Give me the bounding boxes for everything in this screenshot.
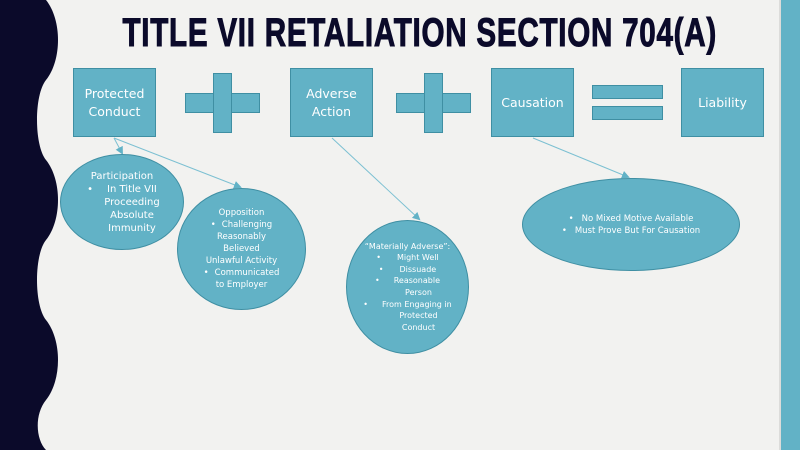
ellipse-text: Challenging — [221, 220, 273, 230]
box-causation: Causation — [491, 68, 574, 137]
ellipse-text: Conduct — [401, 322, 436, 332]
ellipse-bullet-line: • Reasonable — [375, 275, 440, 287]
connector-protected-to-opposition — [113, 137, 242, 189]
ellipse-text: Might Well — [396, 253, 439, 263]
box-label-line: Conduct — [88, 103, 141, 119]
connector-causation-to-detail — [532, 137, 630, 179]
box-label-line: Liability — [698, 94, 747, 110]
ellipse-participation: Participation • In Title VII Proceeding A… — [60, 154, 184, 250]
ellipse-text: Unlawful Activity — [205, 256, 278, 266]
ellipse-bullet-line: • Must Prove But For Causation — [562, 225, 700, 237]
box-protected-conduct: Protected Conduct — [73, 68, 156, 137]
ellipse-text: Dissuade — [399, 264, 437, 274]
ellipse-bullet-line: • Challenging — [211, 219, 272, 231]
ellipse-heading: “Materially Adverse”: — [364, 241, 451, 251]
equals-bottom-bar — [592, 106, 663, 120]
ellipse-text: Person — [405, 288, 432, 297]
connector-protected-to-participation — [113, 137, 123, 155]
box-label-line: Protected — [84, 85, 145, 101]
bullet-icon: • — [87, 183, 94, 195]
ellipse-heading: Opposition — [218, 208, 265, 218]
left-wavy-band — [0, 0, 58, 450]
bullet-icon: • — [378, 264, 384, 274]
ellipse-text: Protected — [399, 311, 438, 321]
ellipse-text: Believed — [223, 244, 260, 254]
bullet-icon: • — [363, 299, 368, 309]
connector-adverse-to-materially-adverse — [331, 137, 421, 221]
ellipse-materially-adverse: “Materially Adverse”: • Might Well • Dissu… — [346, 220, 469, 354]
box-label-line: Action — [311, 103, 352, 119]
box-adverse-action: Adverse Action — [290, 68, 373, 137]
bullet-icon: • — [375, 276, 380, 286]
ellipse-bullet-line: • No Mixed Motive Available — [569, 213, 694, 225]
ellipse-text: No Mixed Motive Available — [581, 213, 694, 224]
right-accent-strip — [781, 0, 800, 450]
ellipse-bullet-line: • Communicated — [204, 267, 280, 279]
ellipse-text: Proceeding — [104, 196, 160, 208]
ellipse-causation: •No Mixed Motive Available •Must Prove B… — [522, 178, 740, 271]
ellipse-text: Reasonable — [393, 276, 440, 286]
ellipse-opposition: Opposition • Challenging Reasonably Belie… — [177, 188, 306, 310]
ellipse-text: Immunity — [108, 222, 156, 234]
box-label-line: Adverse — [306, 85, 357, 101]
right-strip-shadow — [779, 0, 781, 450]
plus-center — [425, 94, 442, 112]
bullet-icon: • — [376, 253, 381, 263]
bullet-icon: • — [203, 268, 209, 278]
bullet-icon: • — [210, 220, 216, 230]
plus-center — [214, 94, 231, 112]
box-liability: Liability — [681, 68, 764, 137]
ellipse-text: Reasonably — [217, 232, 266, 242]
ellipse-bullet-line: • In Title VII — [87, 183, 157, 196]
slide-title: TITLE VII RETALIATION SECTION 704(A) — [122, 11, 718, 55]
ellipse-bullet-line: • Dissuade — [379, 264, 436, 276]
ellipse-text: From Engaging in — [381, 299, 452, 309]
ellipse-text: In Title VII — [107, 183, 157, 195]
ellipse-bullet-line: • Might Well — [376, 252, 438, 264]
equals-top-bar — [592, 85, 663, 99]
box-label-line: Causation — [501, 94, 564, 110]
ellipse-text: to Employer — [215, 280, 268, 290]
ellipse-heading: Participation — [90, 170, 154, 182]
ellipse-bullet-line: • From Engaging in — [363, 299, 451, 311]
ellipse-text: Absolute — [110, 209, 154, 221]
title-container: TITLE VII RETALIATION SECTION 704(A) — [60, 12, 780, 54]
ellipse-text: Must Prove But For Causation — [574, 225, 701, 236]
ellipse-text: Communicated — [214, 268, 280, 278]
bullet-icon: • — [568, 213, 574, 224]
bullet-icon: • — [561, 225, 567, 236]
